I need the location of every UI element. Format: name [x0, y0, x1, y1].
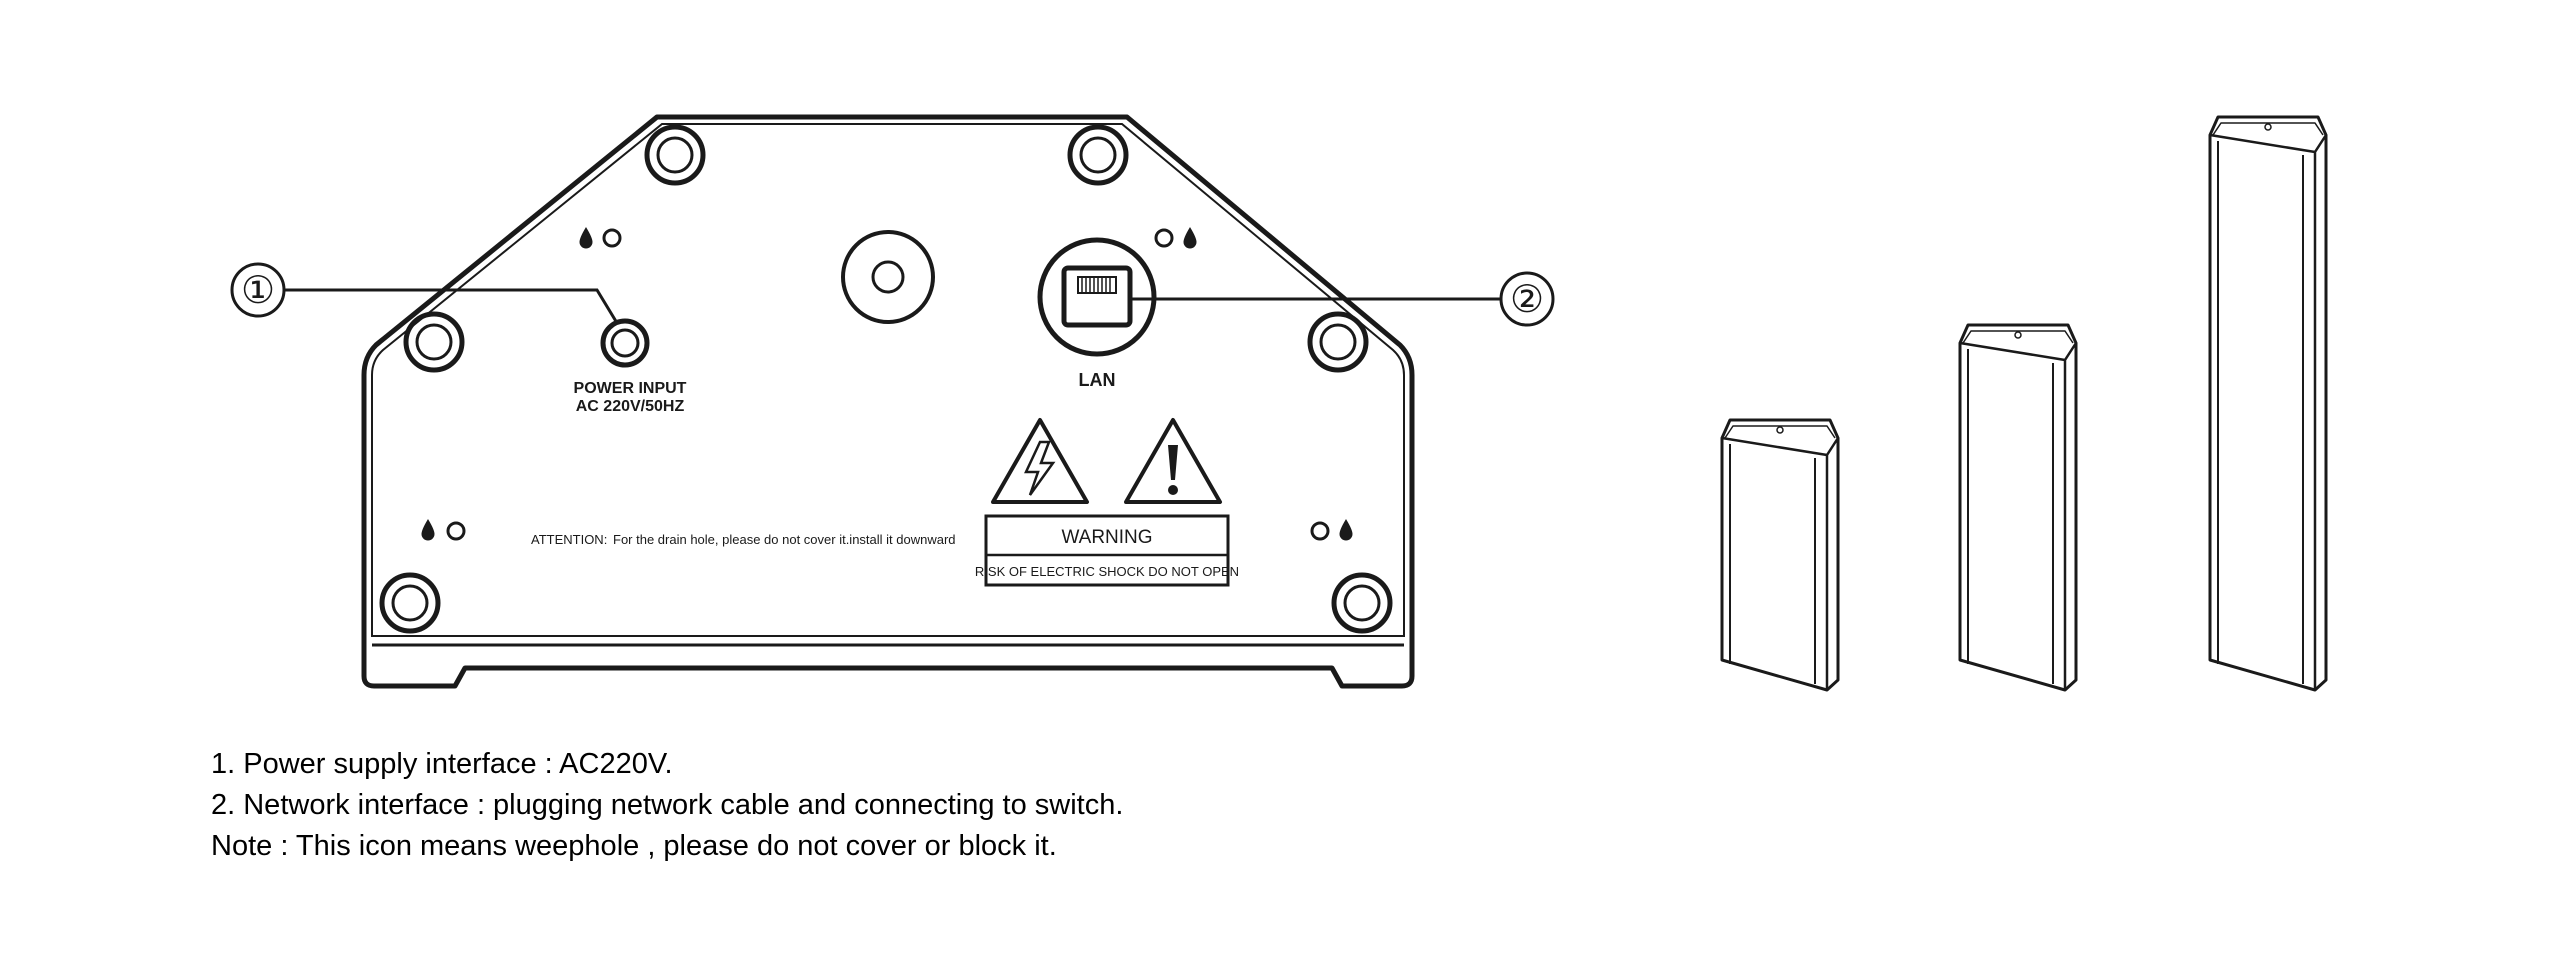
- exclamation-warning-icon: [1124, 418, 1222, 504]
- mounting-holes: [379, 124, 1393, 634]
- mounting-hole: [1331, 572, 1393, 634]
- warning-label-box: [984, 514, 1230, 587]
- note-power-supply: 1. Power supply interface : AC220V.: [211, 748, 673, 780]
- center-plug-inner: [871, 260, 905, 294]
- weephole-circle: [602, 228, 622, 248]
- drop-icon: [579, 227, 593, 249]
- speaker-small: [1720, 418, 1840, 692]
- back-panel-diagram: POWER INPUT AC 220V/50HZ LAN ① ② ATTENTI…: [230, 114, 1555, 689]
- drop-icon: [1183, 227, 1197, 249]
- notes-list: 1. Power supply interface : AC220V. 2. N…: [211, 744, 1123, 867]
- column-speakers-illustration: [1720, 115, 2328, 692]
- power-input-label: POWER INPUT: [574, 380, 687, 397]
- lan-port-ring: [1037, 237, 1157, 357]
- panel-housing-inner-outline: [371, 123, 1405, 637]
- callout-2-label: ②: [1510, 279, 1544, 321]
- speaker-tall: [2208, 115, 2328, 692]
- panel-housing-outline: [361, 114, 1415, 689]
- mounting-hole: [403, 311, 465, 373]
- mounting-hole: [379, 572, 441, 634]
- mounting-hole: [1307, 311, 1369, 373]
- lan-label: LAN: [1079, 370, 1116, 390]
- power-input-connector: [600, 318, 650, 368]
- drop-icon: [1339, 519, 1353, 541]
- attention-label: ATTENTION:: [531, 532, 607, 547]
- drop-icon: [421, 519, 435, 541]
- attention-text: For the drain hole, please do not cover …: [613, 532, 956, 547]
- weephole-icons: [421, 227, 1353, 541]
- callout-1-label: ①: [241, 270, 275, 312]
- power-input-spec: AC 220V/50HZ: [576, 398, 685, 415]
- warning-subtitle: RISK OF ELECTRIC SHOCK DO NOT OPEN: [975, 564, 1239, 579]
- mounting-hole: [1067, 124, 1129, 186]
- speaker-medium: [1958, 323, 2078, 692]
- weephole-circle: [446, 521, 466, 541]
- weephole-circle: [1310, 521, 1330, 541]
- warning-title: WARNING: [1061, 527, 1152, 548]
- mounting-hole: [644, 124, 706, 186]
- lan-port: [1061, 265, 1133, 328]
- shock-warning-icon: [991, 418, 1089, 504]
- weephole-circle: [1154, 228, 1174, 248]
- note-weephole: Note : This icon means weephole , please…: [211, 830, 1057, 862]
- center-plug: [841, 230, 935, 324]
- callout-1-leader: [284, 288, 619, 324]
- note-network-interface: 2. Network interface : plugging network …: [211, 789, 1124, 821]
